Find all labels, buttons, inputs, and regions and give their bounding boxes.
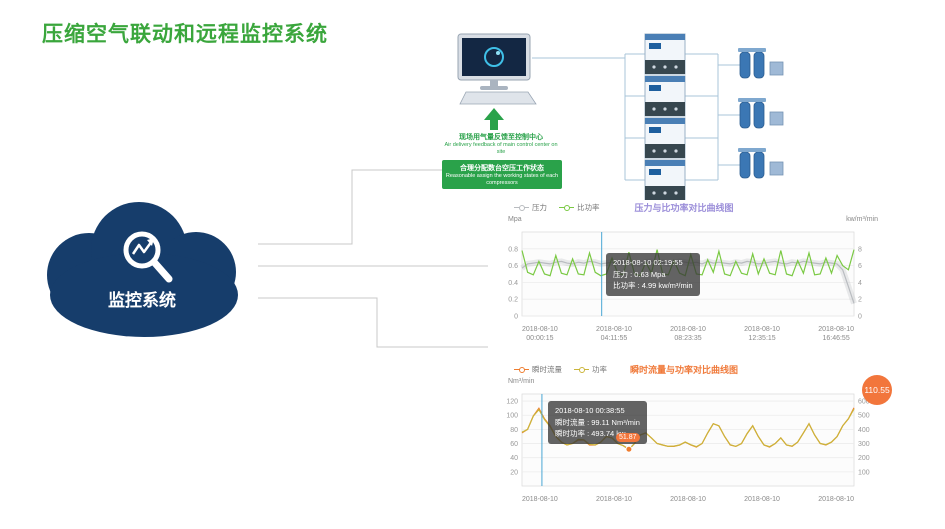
right-tick-label: 6 <box>858 263 862 270</box>
dryer-unit <box>737 97 784 129</box>
right-tick-label: 0 <box>858 314 862 320</box>
right-tick-label: 500 <box>858 413 870 420</box>
legend-label: 瞬时流量 <box>532 365 562 374</box>
compressor-unit <box>644 33 686 75</box>
compressor-unit <box>644 75 686 117</box>
dryer-unit <box>737 147 784 179</box>
left-axis-unit: Nm³/min <box>508 378 535 385</box>
axis-unit-row: Mpa kw/m³/min <box>488 216 880 227</box>
legend-item-功率[interactable]: 功率 <box>574 364 607 375</box>
right-tick-label: 600 <box>858 399 870 406</box>
tooltip-time: 2018-08-10 00:38:55 <box>555 406 625 415</box>
assign-note-en: Reasonable assign the working states of … <box>445 173 559 186</box>
legend-marker-icon <box>514 366 529 373</box>
plot-wrap: 0.8 0.6 0.4 0.2 0 8 6 4 2 0 2018-08-10 02:19:55 压… <box>488 227 880 324</box>
connector-to-chart2 <box>258 297 488 348</box>
right-axis-unit: kw/m³/min <box>846 216 878 223</box>
plot-canvas[interactable]: 120 100 80 60 40 20 600 500 400 300 200 100 <box>488 389 880 489</box>
feedback-note: 现场用气量反馈至控制中心 Air delivery feedback of ma… <box>440 132 562 155</box>
right-tick-label: 100 <box>858 469 870 476</box>
feedback-note-en: Air delivery feedback of main control ce… <box>444 142 558 155</box>
x-axis-tick: 2018-08-10 <box>670 496 706 503</box>
legend-item-瞬时流量[interactable]: 瞬时流量 <box>514 364 562 375</box>
assign-note: 合理分配数台空压工作状态 Reasonable assign the worki… <box>442 160 562 190</box>
right-tick-label: 4 <box>858 280 862 287</box>
flow-power-chart: 瞬时流量 功率 瞬时流量与功率对比曲线图 Nm³/min 120 100 80 60 40… <box>488 362 892 505</box>
compressor-unit <box>644 159 686 201</box>
chart-tooltip: 2018-08-10 02:19:55 压力 : 0.63 Mpa 比功率 : … <box>606 253 700 296</box>
x-axis-labels: 2018-08-10 2018-08-10 2018-08-10 2018-08-10… <box>488 494 880 505</box>
left-tick-label: 100 <box>506 413 518 420</box>
chart-header: 压力 比功率 压力与比功率对比曲线图 <box>488 200 880 216</box>
legend-label: 压力 <box>532 203 547 212</box>
legend-item-比功率[interactable]: 比功率 <box>559 202 600 213</box>
page-title: 压缩空气联动和远程监控系统 <box>42 23 328 46</box>
chart-title: 瞬时流量与功率对比曲线图 <box>629 365 738 375</box>
right-tick-label: 8 <box>858 246 862 253</box>
chart-legend: 瞬时流量 功率 <box>514 364 607 375</box>
left-tick-label: 120 <box>506 399 518 406</box>
left-tick-label: 0.6 <box>508 263 518 270</box>
left-tick-label: 20 <box>510 469 518 476</box>
left-tick-label: 0.8 <box>508 246 518 253</box>
diagram-wires <box>532 53 740 181</box>
x-axis-tick: 2018-08-10 <box>818 496 854 503</box>
legend-marker-icon <box>514 204 529 211</box>
connector-to-diagram <box>258 169 442 245</box>
computer-icon <box>457 33 537 105</box>
x-axis-tick: 2018-08-10 <box>744 496 780 503</box>
legend-label: 比功率 <box>577 203 600 212</box>
system-diagram: 现场用气量反馈至控制中心 Air delivery feedback of ma… <box>440 28 820 213</box>
dip-point <box>625 445 633 453</box>
tooltip-pressure: 压力 : 0.63 Mpa <box>613 269 666 279</box>
dip-value-label: 51.87 <box>616 433 640 442</box>
up-arrow-icon <box>484 108 504 130</box>
axis-unit-row: Nm³/min <box>488 378 880 389</box>
left-tick-label: 40 <box>510 455 518 462</box>
left-tick-label: 0.4 <box>508 280 518 287</box>
feedback-note-cn: 现场用气量反馈至控制中心 <box>459 134 543 141</box>
magnifier-icon <box>123 231 173 283</box>
right-tick-label: 200 <box>858 455 870 462</box>
legend-label: 功率 <box>592 365 607 374</box>
x-axis-tick: 2018-08-10 <box>522 496 558 503</box>
cloud-label: 监控系统 <box>108 290 176 310</box>
left-axis-unit: Mpa <box>508 216 522 223</box>
assign-note-cn: 合理分配数台空压工作状态 <box>460 165 544 172</box>
right-tick-label: 300 <box>858 441 870 448</box>
tooltip-flow: 瞬时流量 : 99.11 Nm³/min <box>555 417 640 427</box>
chart-header: 瞬时流量 功率 瞬时流量与功率对比曲线图 <box>488 362 880 378</box>
legend-item-压力[interactable]: 压力 <box>514 202 547 213</box>
compressor-unit <box>644 117 686 159</box>
left-tick-label: 80 <box>510 427 518 434</box>
left-tick-label: 60 <box>510 441 518 448</box>
chart-legend: 压力 比功率 <box>514 202 600 213</box>
legend-marker-icon <box>574 366 589 373</box>
tooltip-time: 2018-08-10 02:19:55 <box>613 258 683 267</box>
left-tick-label: 0 <box>514 314 518 320</box>
legend-marker-icon <box>559 204 574 211</box>
right-tick-label: 2 <box>858 297 862 304</box>
tooltip-power: 瞬时功率 : 493.74 kw <box>555 429 626 439</box>
cloud-shape <box>47 202 238 337</box>
left-tick-label: 0.2 <box>508 297 518 304</box>
chart-title: 压力与比功率对比曲线图 <box>634 203 734 213</box>
dryer-unit <box>737 47 784 79</box>
monitoring-cloud: 监控系统 <box>34 190 266 342</box>
max-value-badge: 110.55 <box>862 375 892 405</box>
right-tick-label: 400 <box>858 427 870 434</box>
plot-wrap: 120 100 80 60 40 20 600 500 400 300 200 100 2018-08… <box>488 375 892 494</box>
x-axis-tick: 2018-08-10 <box>596 496 632 503</box>
tooltip-specific-power: 比功率 : 4.99 kw/m³/min <box>613 281 693 291</box>
